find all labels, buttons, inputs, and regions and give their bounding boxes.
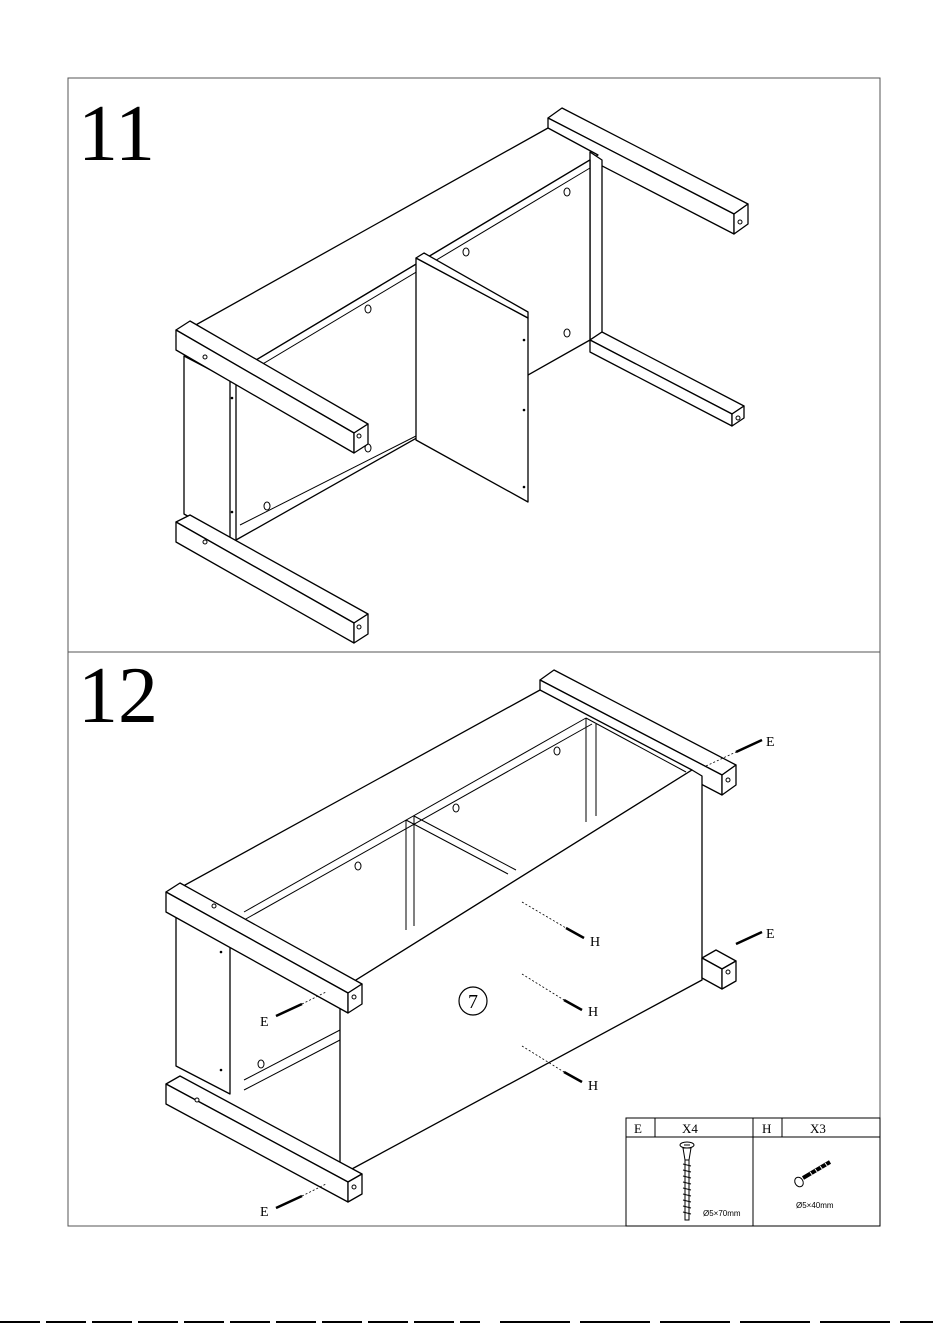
screw-e-mid-right: E <box>736 927 775 944</box>
hardware-table: E X4 H X3 Ø5×70mm Ø5×40mm <box>626 1118 880 1226</box>
screw-label-e: E <box>260 1205 269 1220</box>
right-leg-top <box>590 332 744 414</box>
step-11-panel: 11 <box>68 78 880 652</box>
hardware-h-letter: H <box>762 1121 771 1136</box>
cam-hole <box>365 305 371 313</box>
screw-label-h: H <box>590 935 600 950</box>
screw-label-e: E <box>260 1015 269 1030</box>
cam-hole <box>564 329 570 337</box>
cam-hole <box>264 502 270 510</box>
bottom-leg-top <box>166 1076 362 1182</box>
right-leg-side <box>590 340 732 426</box>
right-side-panel <box>590 152 602 340</box>
cam-hole <box>564 188 570 196</box>
screw-e-bottom-left: E <box>260 1184 326 1220</box>
bottom-leg-top <box>176 515 368 623</box>
cam-hole <box>463 248 469 256</box>
hardware-h-size: Ø5×40mm <box>796 1201 834 1210</box>
bottom-leg-side <box>176 522 354 643</box>
hardware-h-qty: X3 <box>810 1121 826 1136</box>
screw-label-h: H <box>588 1079 598 1094</box>
left-side-panel <box>184 356 230 540</box>
screw-label-h: H <box>588 1005 598 1020</box>
hardware-e-letter: E <box>634 1121 642 1136</box>
step-11-number: 11 <box>78 90 155 178</box>
step-12-number: 12 <box>78 652 158 740</box>
step-11-drawing <box>176 108 748 643</box>
step-12-panel: 12 <box>68 652 880 1226</box>
screw-label-e: E <box>766 927 775 942</box>
hardware-e-qty: X4 <box>682 1121 698 1136</box>
part-number-label: 7 <box>468 991 478 1013</box>
bottom-leg-side <box>166 1084 348 1202</box>
screw-e-left: E <box>260 992 326 1030</box>
screw-label-e: E <box>766 735 775 750</box>
hardware-e-size: Ø5×70mm <box>703 1209 741 1218</box>
